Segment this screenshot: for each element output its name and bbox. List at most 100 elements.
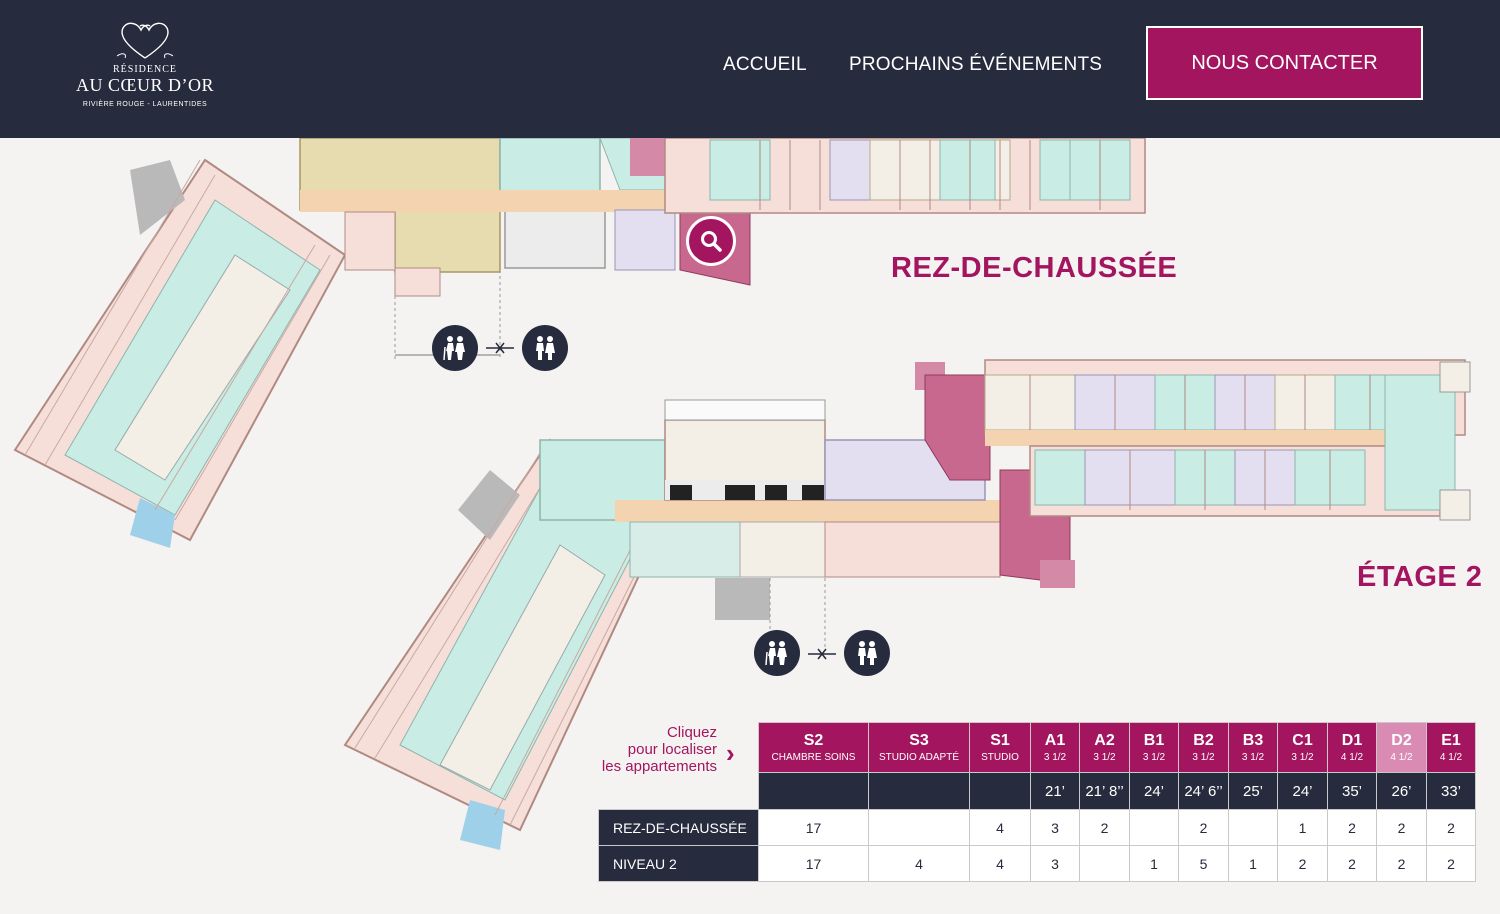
contact-button[interactable]: NOUS CONTACTER — [1146, 26, 1423, 100]
unit-label: CHAMBRE SOINS — [771, 752, 856, 763]
site-header: RÉSIDENCE AU CŒUR D’OR RIVIÈRE ROUGE - L… — [0, 0, 1500, 138]
unit-count: 1 — [1277, 809, 1328, 846]
ground-floor-title: REZ-DE-CHAUSSÉE — [891, 252, 1178, 284]
unit-count: 2 — [1178, 809, 1229, 846]
unit-size — [969, 772, 1031, 810]
ground-floor-plan — [13, 137, 1146, 548]
unit-label: 3 1/2 — [1142, 752, 1166, 763]
zoom-search-button[interactable] — [686, 216, 736, 266]
unit-type-b2[interactable]: B2 3 1/2 — [1178, 722, 1229, 773]
unit-code: A1 — [1044, 732, 1066, 749]
locate-line-3: les appartements — [601, 758, 717, 775]
senior-care-icon — [765, 641, 787, 666]
search-icon — [701, 231, 722, 252]
unit-label: 3 1/2 — [1241, 752, 1265, 763]
connector-icon — [486, 342, 514, 354]
chevron-right-icon: › — [726, 738, 735, 768]
unit-size: 21’ 8’’ — [1079, 772, 1130, 810]
nav-prochains-evenements[interactable]: PROCHAINS ÉVÉNEMENTS — [849, 54, 1103, 75]
senior-care-button-second[interactable] — [754, 630, 800, 676]
unit-type-a1[interactable]: A1 3 1/2 — [1030, 722, 1080, 773]
unit-count: 2 — [1376, 845, 1427, 882]
unit-size: 24’ 6’’ — [1178, 772, 1229, 810]
unit-label: 3 1/2 — [1043, 752, 1067, 763]
couple-button-second[interactable] — [844, 630, 890, 676]
logo-small-text: RÉSIDENCE — [113, 64, 177, 75]
unit-size: 25’ — [1228, 772, 1278, 810]
logo-subtitle: RIVIÈRE ROUGE - LAURENTIDES — [82, 101, 208, 108]
unit-count: 2 — [1327, 809, 1377, 846]
unit-label: 4 1/2 — [1390, 752, 1413, 763]
couple-icon — [536, 336, 555, 360]
unit-label: 4 1/2 — [1439, 752, 1463, 763]
unit-count — [1129, 809, 1179, 846]
unit-type-c1[interactable]: C1 3 1/2 — [1277, 722, 1328, 773]
second-floor-title: ÉTAGE 2 — [1357, 561, 1483, 593]
unit-count: 2 — [1327, 845, 1377, 882]
unit-code: A2 — [1094, 732, 1115, 749]
table-corner-blank — [599, 723, 759, 773]
unit-type-b3[interactable]: B3 3 1/2 — [1228, 722, 1278, 773]
unit-count: 5 — [1178, 845, 1229, 882]
unit-count: 17 — [758, 809, 869, 846]
unit-label: STUDIO ADAPTÉ — [878, 752, 959, 763]
unit-code: B3 — [1242, 732, 1264, 749]
unit-count — [1079, 845, 1130, 882]
table-row-rez-de-chaussee: REZ-DE-CHAUSSÉE 17 4 3 2 2 1 2 2 2 — [598, 809, 1476, 846]
unit-label: STUDIO — [981, 752, 1019, 763]
table-blank-cell — [599, 773, 759, 810]
table-row-niveau-2: NIVEAU 2 17 4 4 3 1 5 1 2 2 2 2 — [598, 845, 1476, 882]
unit-size: 35’ — [1327, 772, 1377, 810]
locate-line-1: Cliquez — [666, 724, 717, 741]
unit-label: 3 1/2 — [1192, 752, 1215, 763]
logo[interactable]: RÉSIDENCE AU CŒUR D’OR RIVIÈRE ROUGE - L… — [60, 18, 230, 128]
locate-prompt: Cliquez pour localiser les appartements — [575, 724, 717, 775]
couple-icon — [858, 641, 877, 665]
unit-count: 2 — [1426, 809, 1476, 846]
unit-count: 4 — [969, 809, 1031, 846]
second-floor-plan — [343, 359, 1471, 850]
unit-size — [758, 772, 869, 810]
senior-care-button-ground[interactable] — [432, 325, 478, 371]
unit-count: 17 — [758, 845, 869, 882]
unit-size: 24’ — [1129, 772, 1179, 810]
unit-label: 3 1/2 — [1093, 752, 1116, 763]
unit-type-e1[interactable]: E1 4 1/2 — [1426, 722, 1476, 773]
unit-count: 2 — [1277, 845, 1328, 882]
couple-button-ground[interactable] — [522, 325, 568, 371]
unit-code: C1 — [1292, 732, 1313, 749]
unit-size-row: 21’ 21’ 8’’ 24’ 24’ 6’’ 25’ 24’ 35’ 26’ … — [599, 772, 1476, 810]
unit-size: 21’ — [1030, 772, 1080, 810]
unit-type-b1[interactable]: B1 3 1/2 — [1129, 722, 1179, 773]
unit-code: B2 — [1193, 732, 1214, 749]
unit-size — [868, 772, 970, 810]
unit-type-d2[interactable]: D2 4 1/2 — [1376, 722, 1427, 773]
unit-count: 1 — [1129, 845, 1179, 882]
logo-name: AU CŒUR D’OR — [75, 75, 214, 95]
unit-code: D2 — [1391, 732, 1412, 749]
unit-type-a2[interactable]: A2 3 1/2 — [1079, 722, 1130, 773]
unit-count: 2 — [1376, 809, 1427, 846]
unit-count: 3 — [1030, 845, 1080, 882]
unit-count: 1 — [1228, 845, 1278, 882]
unit-count — [868, 809, 970, 846]
unit-code: B1 — [1143, 732, 1165, 749]
nav-accueil[interactable]: ACCUEIL — [723, 54, 807, 75]
unit-code: S3 — [909, 732, 929, 749]
unit-label: 3 1/2 — [1291, 752, 1314, 763]
senior-care-icon — [443, 336, 465, 361]
unit-size: 26’ — [1376, 772, 1427, 810]
unit-count — [1228, 809, 1278, 846]
unit-code: E1 — [1441, 732, 1461, 749]
unit-code: S2 — [803, 732, 824, 749]
row-label: NIVEAU 2 — [598, 845, 759, 882]
connector-icon — [808, 648, 836, 660]
unit-count: 2 — [1079, 809, 1130, 846]
unit-size: 33’ — [1426, 772, 1476, 810]
